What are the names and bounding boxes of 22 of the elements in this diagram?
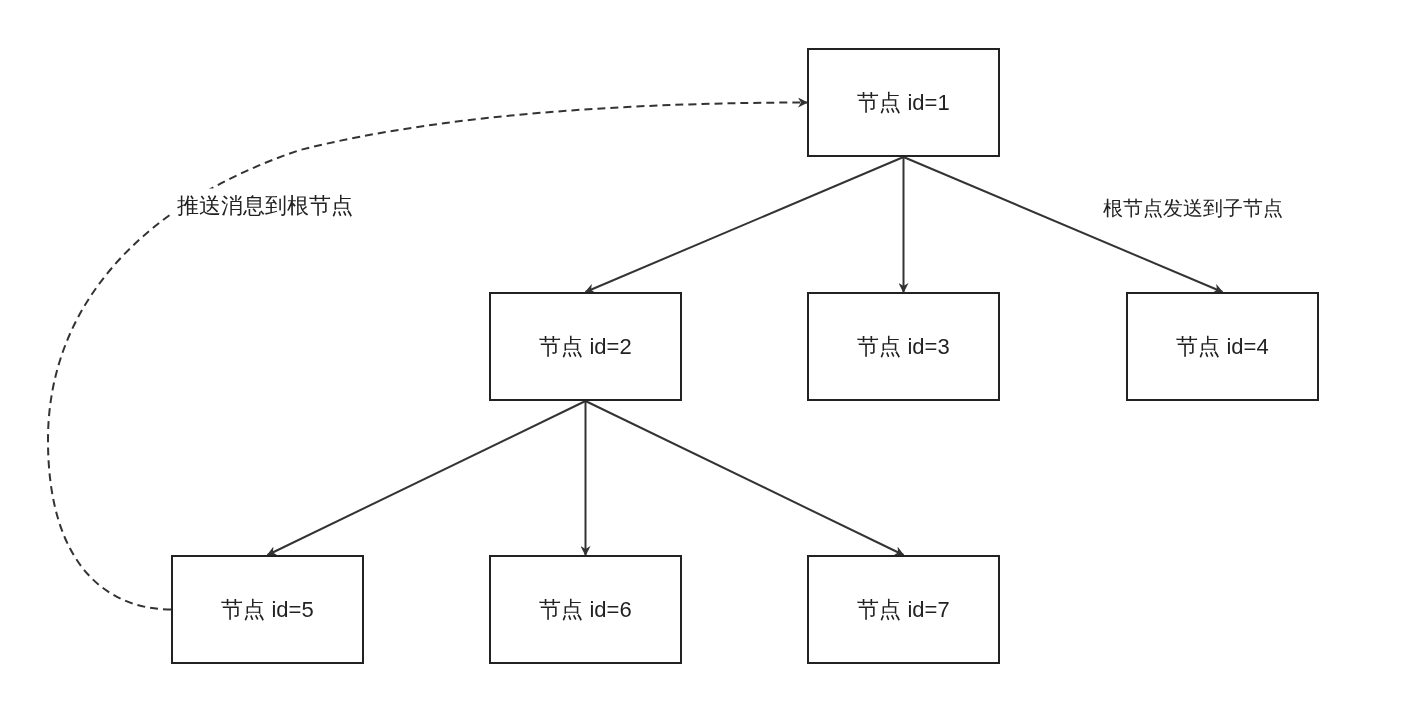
tree-node-box <box>171 555 364 664</box>
node-label: 节点 id=6 <box>539 596 632 624</box>
tree-node-box <box>807 48 1000 157</box>
dashed-arrow <box>47 97 808 611</box>
arrow <box>902 156 1224 294</box>
arrow <box>584 400 905 556</box>
arrow <box>580 400 591 556</box>
node-label: 节点 id=7 <box>857 596 950 624</box>
tree-node-box <box>807 555 1000 664</box>
tree-node-box <box>1126 292 1319 401</box>
node-label: 节点 id=5 <box>221 596 314 624</box>
node-label: 节点 id=1 <box>857 89 950 117</box>
node-label: 节点 id=3 <box>857 333 950 361</box>
node-label: 节点 id=4 <box>1176 333 1269 361</box>
tree-node-box <box>807 292 1000 401</box>
arrow <box>584 156 905 294</box>
arrow <box>898 156 909 293</box>
arrow <box>266 400 587 556</box>
tree-node-box <box>489 555 682 664</box>
tree-node-box <box>489 292 682 401</box>
node-label: 节点 id=2 <box>539 333 632 361</box>
annotation-text: 根节点发送到子节点 <box>1103 196 1283 221</box>
